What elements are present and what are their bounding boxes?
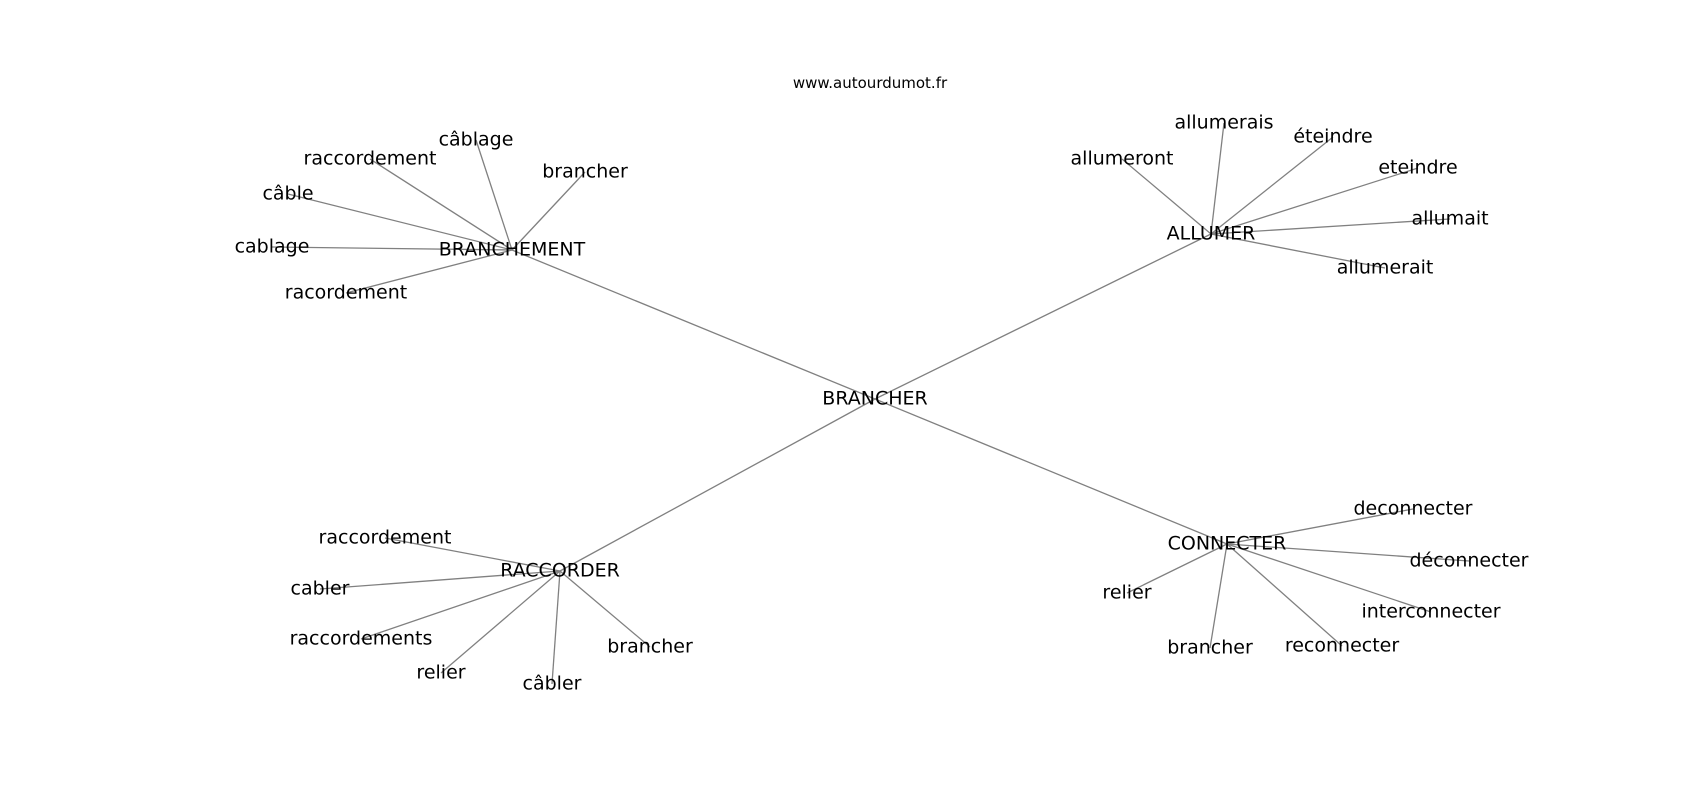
edge-hub-to-leaf [1226,543,1343,647]
edge-hub-to-leaf [384,537,561,572]
edge-hub-to-leaf [360,570,561,640]
edge-hub-to-leaf [1210,136,1334,235]
edge-hub-to-leaf [1226,508,1414,545]
center-node-label: BRANCHER [822,388,927,410]
leaf-node-label: câblage [439,129,514,151]
edge-center-to-hub [511,249,876,400]
leaf-node-label: allumait [1411,208,1488,230]
leaf-node-label: brancher [542,161,628,183]
leaf-node-label: interconnecter [1361,601,1500,623]
leaf-node-label: relier [1102,582,1151,604]
hub-node-label: ALLUMER [1167,223,1256,245]
edge-hub-to-leaf [475,139,513,251]
leaf-node-label: relier [416,662,465,684]
edge-hub-to-leaf [511,171,586,251]
leaf-node-label: raccordements [290,628,433,650]
edge-hub-to-leaf [1210,167,1419,235]
leaf-node-label: brancher [1167,637,1253,659]
hub-node-label: RACCORDER [500,560,620,582]
source-url-text: www.autourdumot.fr [793,74,948,92]
edge-hub-to-leaf [1210,233,1386,269]
leaf-node-label: cabler [291,578,350,600]
leaf-node-label: éteindre [1293,126,1372,148]
edges [271,122,1470,685]
edge-hub-to-leaf [1209,543,1228,649]
edge-hub-to-leaf [369,158,513,251]
edge-hub-to-leaf [1226,543,1432,613]
edge-hub-to-leaf [319,570,561,590]
edge-hub-to-leaf [271,246,513,251]
leaf-node-label: déconnecter [1410,550,1529,572]
leaf-node-label: câbler [523,673,582,695]
leaf-node-label: allumeront [1071,148,1174,170]
leaf-node-label: eteindre [1378,157,1457,179]
edge-hub-to-leaf [1210,218,1451,235]
leaf-node-label: reconnecter [1285,635,1400,657]
edge-center-to-hub [874,398,1228,545]
leaf-node-label: racordement [285,282,407,304]
edge-hub-to-leaf [287,193,513,251]
edge-hub-to-leaf [345,249,513,294]
edge-hub-to-leaf [1121,158,1212,235]
edge-center-to-hub [874,233,1212,400]
leaf-node-label: raccordement [319,527,452,549]
leaf-node-label: câble [262,183,313,205]
node-labels: BRANCHERBRANCHEMENTcâblageraccordementbr… [235,112,1529,695]
edge-hub-to-leaf [1210,122,1225,235]
leaf-node-label: allumerait [1337,257,1434,279]
edge-hub-to-leaf [1126,543,1228,594]
leaf-node-label: cablage [235,236,310,258]
hub-node-label: CONNECTER [1168,533,1287,555]
edge-hub-to-leaf [1226,543,1470,562]
leaf-node-label: allumerais [1174,112,1273,134]
edge-hub-to-leaf [559,570,651,648]
edge-center-to-hub [559,398,876,572]
edge-hub-to-leaf [440,570,561,674]
hub-node-label: BRANCHEMENT [439,239,586,261]
leaf-node-label: deconnecter [1354,498,1473,520]
leaf-node-label: brancher [607,636,693,658]
leaf-node-label: raccordement [304,148,437,170]
edge-hub-to-leaf [551,570,561,685]
